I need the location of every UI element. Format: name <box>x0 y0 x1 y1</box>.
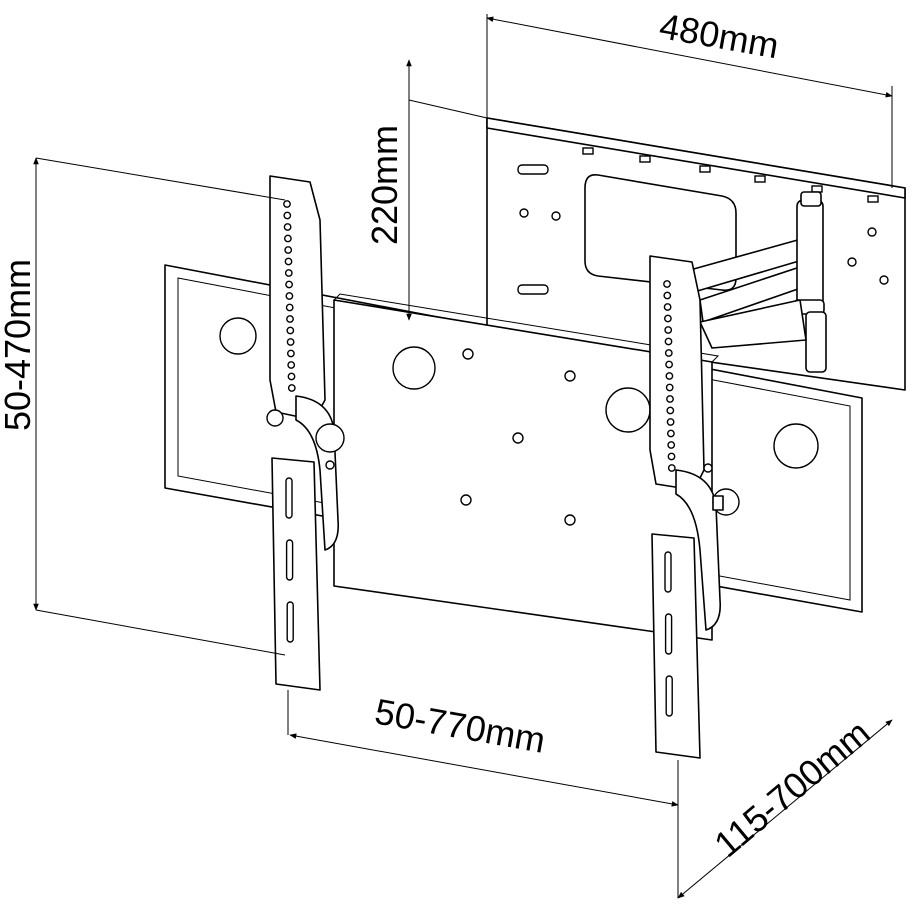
adjust-hole <box>666 395 674 403</box>
left-strap-slots <box>285 477 294 643</box>
adjust-hole <box>666 406 675 415</box>
width-label: 480mm <box>656 5 781 66</box>
adjust-hole <box>287 384 296 392</box>
adjust-hole <box>665 372 674 380</box>
adjust-hole <box>666 418 675 426</box>
adjust-hole <box>286 326 295 335</box>
adjust-hole <box>284 269 293 277</box>
right-strap-slots <box>664 551 673 717</box>
adjust-hole <box>286 338 295 346</box>
horizontal-adjust-label: 50-770mm <box>372 691 549 761</box>
adjust-hole <box>285 292 294 300</box>
strap-slot <box>664 613 673 655</box>
adjust-hole <box>286 349 295 358</box>
strap-slot <box>286 601 294 643</box>
adjust-hole <box>286 315 294 323</box>
strap-slot <box>285 477 293 519</box>
adjust-hole <box>284 257 293 266</box>
adjust-hole <box>663 303 672 311</box>
articulating-arms <box>689 191 827 373</box>
adjust-hole <box>664 314 672 323</box>
adjust-hole <box>284 246 293 254</box>
adjust-hole <box>663 280 671 288</box>
adjust-hole <box>287 361 296 369</box>
tv-side-bracket <box>164 264 863 641</box>
adjust-hole <box>287 372 296 381</box>
adjust-hole <box>285 303 294 312</box>
depth-offset-label: 220mm <box>364 125 405 245</box>
adjust-hole <box>667 464 676 472</box>
strap-slot <box>664 551 672 593</box>
adjust-hole <box>667 429 675 438</box>
adjust-hole <box>663 291 672 300</box>
adjust-hole <box>283 211 292 220</box>
adjust-hole <box>285 280 293 289</box>
adjust-hole <box>664 326 673 334</box>
left-strap-holes <box>283 200 296 392</box>
dimension-lines <box>33 14 893 899</box>
adjust-hole <box>667 452 676 461</box>
adjust-hole <box>667 441 676 449</box>
adjust-hole <box>283 223 292 231</box>
adjust-hole <box>283 200 291 208</box>
adjust-hole <box>283 234 292 243</box>
right-vertical-strap <box>649 255 740 759</box>
adjust-hole <box>664 337 673 346</box>
adjust-hole <box>665 383 674 392</box>
adjust-hole <box>664 349 673 357</box>
vertical-adjust-label: 50-470mm <box>0 259 38 431</box>
left-vertical-strap <box>266 175 345 691</box>
extension-label: 115-700mm <box>706 712 877 865</box>
strap-slot <box>285 539 294 581</box>
right-strap-holes <box>663 280 676 472</box>
adjust-hole <box>665 360 673 369</box>
strap-slot <box>665 675 673 717</box>
